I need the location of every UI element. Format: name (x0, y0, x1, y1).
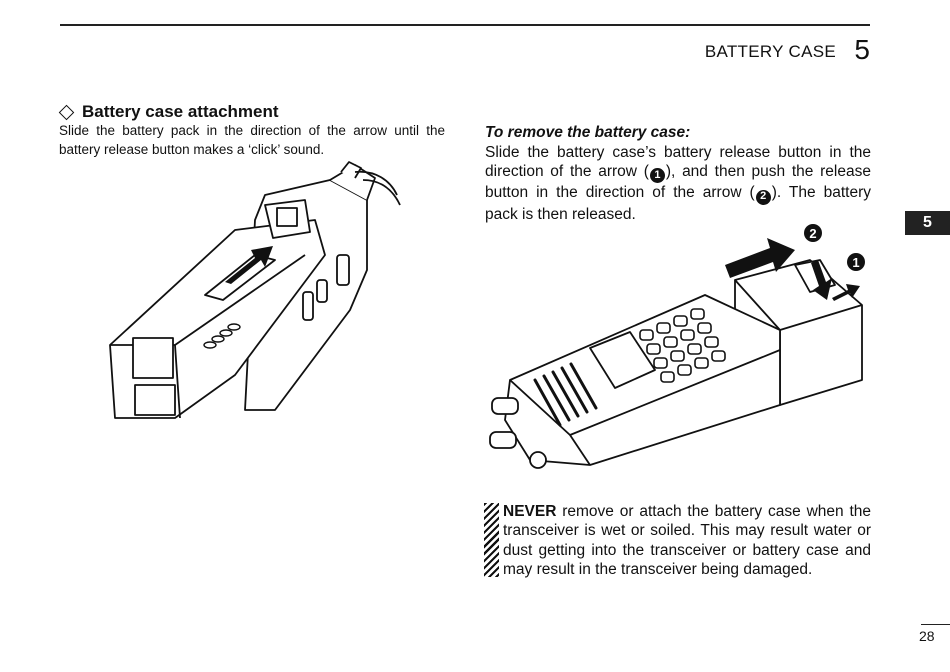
diamond-icon (58, 104, 75, 120)
removal-heading: To remove the battery case: (485, 124, 691, 141)
chapter-side-tab: 5 (905, 211, 950, 235)
warning-strong: NEVER (503, 503, 557, 520)
figure-step-1-label: 1 (852, 255, 859, 270)
warning-text: remove or attach the battery case when t… (503, 503, 871, 578)
battery-attach-illustration (109, 161, 401, 419)
removal-text-1: Slide the battery case’s battery release… (485, 144, 871, 181)
chapter-title: BATTERY CASE (704, 42, 836, 61)
warning-note: NEVER remove or attach the battery case … (503, 502, 871, 579)
header-rule (60, 24, 870, 26)
section-heading: Battery case attachment (58, 102, 279, 122)
footer-rule (921, 624, 950, 625)
figure-step-2-label: 2 (809, 226, 816, 241)
page-number: 28 (919, 628, 935, 644)
attachment-instructions: Slide the battery pack in the direction … (59, 123, 445, 157)
battery-remove-illustration: 2 1 (489, 224, 865, 469)
removal-instructions: Slide the battery case’s battery release… (485, 143, 871, 224)
section-heading-text: Battery case attachment (82, 102, 279, 121)
warning-stripe-icon (484, 503, 499, 577)
chapter-number: 5 (854, 34, 870, 65)
step-marker-2: 2 (755, 189, 771, 205)
removal-text-3: ). The battery pack is then released. (485, 184, 871, 223)
removal-text-2: ), and then push the release button in t… (485, 163, 871, 202)
step-marker-1: 1 (649, 168, 665, 184)
